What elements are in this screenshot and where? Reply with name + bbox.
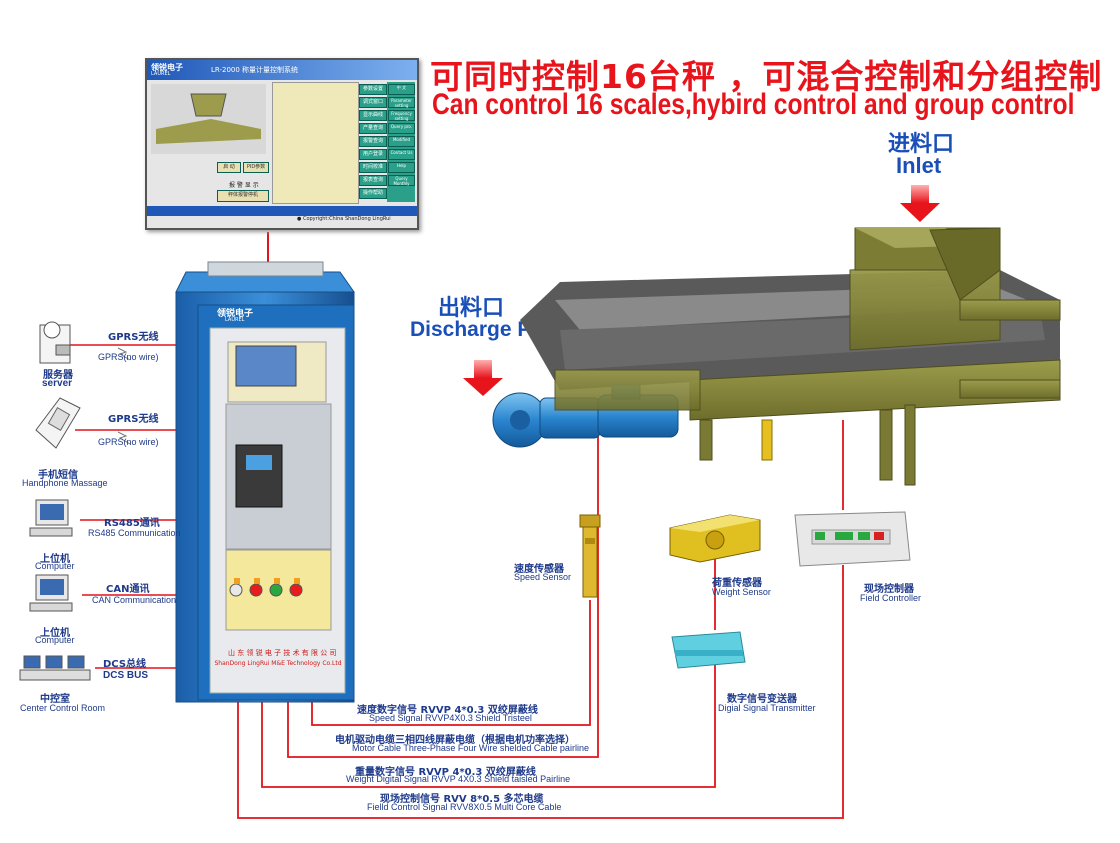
hmi-pid-button[interactable]: PID参数 [243, 162, 269, 173]
cable-field-label-en: Fielld Control Signal RVV8X0.5 Multi Cor… [367, 802, 562, 812]
inlet-arrow-icon [900, 185, 940, 222]
title-en: Can control 16 scales,hybird control and… [432, 88, 1075, 121]
server-label-cn: 服务器 [43, 370, 73, 381]
hmi-menu-1[interactable]: 调式窗口 [359, 97, 387, 108]
transmitter-label-en: Digial Signal Transmitter [718, 703, 816, 713]
handphone-label-cn: 手机短信 [38, 470, 78, 481]
hmi-screen: 领锐电子 LAUREL LR-2000 称量计量控制系统 参数设置 调式窗口 显… [145, 58, 419, 230]
rs485-link-en: RS485 Communication [88, 528, 181, 538]
hmi-menu-5[interactable]: 用户登录 [359, 149, 387, 160]
server-link-en: GPRS(no wire) [98, 352, 159, 362]
computer-rs485-icon [29, 499, 73, 537]
weight-sensor-label-cn: 荷重传感器 [712, 578, 762, 589]
hmi-title: LR-2000 称量计量控制系统 [211, 66, 299, 74]
handphone-label-en: Handphone Massage [22, 478, 108, 488]
title-cn: 可同时控制16台秤 ，可混合控制和分组控制 [430, 57, 1103, 96]
hmi-alarm-label: 报 警 显 示 [229, 182, 259, 189]
hmi-menu-en-6[interactable]: Help [388, 162, 415, 173]
handphone-icon [35, 397, 81, 449]
cabinet-company-cn: 山 东 领 锐 电 子 技 术 有 限 公 司 [228, 649, 337, 657]
field-controller-icon [794, 511, 911, 567]
hmi-menu-en-7[interactable]: Query Monthly [388, 175, 415, 186]
belt-scale-machine [492, 227, 1061, 486]
hmi-menu-6[interactable]: 时间校准 [359, 162, 387, 173]
handphone-link-cn: GPRS无线 [108, 414, 159, 425]
hmi-menu-7[interactable]: 报表查询 [359, 175, 387, 186]
computer-can-label-en: Computer [35, 635, 75, 645]
hmi-logo-en: LAUREL [151, 71, 171, 77]
hmi-menu-4[interactable]: 报警查询 [359, 136, 387, 147]
can-link-cn: CAN通讯 [106, 584, 150, 595]
hmi-menu-en-3[interactable]: Query pro. [388, 123, 415, 134]
control-room-label-cn: 中控室 [40, 694, 70, 705]
hmi-title-bar: 领锐电子 LAUREL LR-2000 称量计量控制系统 [147, 60, 417, 80]
hmi-menu-3[interactable]: 产量查询 [359, 123, 387, 134]
handphone-link-en: GPRS(no wire) [98, 437, 159, 447]
hmi-machine-view [151, 84, 266, 154]
cable-motor-label-cn: 电机驱动电缆三相四线屏蔽电缆（根据电机功率选择） [335, 735, 575, 746]
hmi-menu-en-5[interactable]: Contact Us [388, 149, 415, 160]
wireless-bolt-icons [117, 347, 131, 445]
can-link-en: CAN Communication [92, 595, 177, 605]
field-controller-label-cn: 现场控制器 [864, 584, 914, 595]
computer-can-icon [29, 574, 73, 612]
computer-can-label-cn: 上位机 [40, 628, 70, 639]
field-controller-label-en: Field Controller [860, 593, 922, 603]
discharge-arrow-icon [463, 360, 503, 396]
rs485-link-cn: RS485通讯 [104, 518, 160, 529]
cabinet-logo-en: LAUREL [225, 317, 245, 323]
speed-sensor-icon [579, 514, 601, 598]
computer-rs485-label-en: Computer [35, 561, 75, 571]
cable-field-label-cn: 现场控制信号 RVV 8*0.5 多芯电缆 [380, 794, 544, 805]
weight-sensor-label-en: Weight Sensor [712, 587, 771, 597]
speed-sensor-label-cn: 速度传感器 [514, 564, 564, 575]
cable-weight-label-en: Weight Digital Signal RVVP 4X0.3 Shield … [346, 774, 571, 784]
hmi-start-button[interactable]: 启 动 [217, 162, 241, 173]
signal-transmitter-icon [671, 631, 746, 669]
hmi-menu-en-0[interactable]: 中 文 [388, 84, 415, 95]
inlet-label-en: Inlet [896, 153, 942, 178]
computer-rs485-label-cn: 上位机 [40, 554, 70, 565]
hmi-stop-button[interactable]: 秤体报警停机 [217, 190, 269, 202]
hmi-copyright: ● Copyright:China ShanDong LingRui [297, 216, 391, 222]
server-icon [39, 321, 71, 364]
speed-sensor-label-en: Speed Sensor [514, 572, 572, 582]
cable-motor-label-en: Motor Cable Three-Phase Four Wire shelde… [352, 743, 589, 753]
hmi-menu-en-4[interactable]: Modified [388, 136, 415, 147]
cable-speed-label-en: Speed Signal RVVP4X0.3 Shield Tristeel [369, 713, 532, 723]
cabinet-logo-cn: 领锐电子 [217, 309, 254, 319]
cable-runs [237, 420, 844, 819]
inlet-label-cn: 进料口 [888, 132, 955, 157]
dcs-link-cn: DCS总线 [103, 659, 147, 670]
server-link-cn: GPRS无线 [108, 332, 159, 343]
dcs-link-en: DCS BUS [103, 670, 149, 681]
hmi-menu-2[interactable]: 显示曲线 [359, 110, 387, 121]
cable-weight-label-cn: 重量数字信号 RVVP 4*0.3 双绞屏蔽线 [355, 767, 536, 778]
control-room-label-en: Center Control Room [20, 703, 106, 713]
hmi-menu-en-1[interactable]: Parameter setting [388, 97, 415, 108]
hmi-status-panel [272, 82, 359, 204]
hmi-machine-graphic [156, 93, 261, 144]
discharge-label-cn: 出料口 [438, 296, 505, 321]
cable-speed-label-cn: 速度数字信号 RVVP 4*0.3 双绞屏蔽线 [357, 705, 538, 716]
cabinet-company-en: ShanDong LingRui M&E Technology Co.Ltd [214, 660, 342, 667]
weight-sensor-icon [669, 514, 761, 563]
hmi-status-bar [147, 206, 417, 216]
control-room-icon [19, 655, 91, 681]
hmi-menu-en-2[interactable]: Frequency setting [388, 110, 415, 121]
transmitter-label-cn: 数字信号变送器 [727, 694, 797, 705]
server-label-en: server [42, 378, 73, 389]
hmi-menu-8[interactable]: 操作帮助 [359, 188, 387, 199]
hmi-menu-0[interactable]: 参数设置 [359, 84, 387, 95]
control-cabinet [175, 261, 355, 703]
hmi-logo-cn: 领锐电子 [151, 63, 183, 72]
discharge-label-en: Discharge Port [410, 318, 560, 341]
